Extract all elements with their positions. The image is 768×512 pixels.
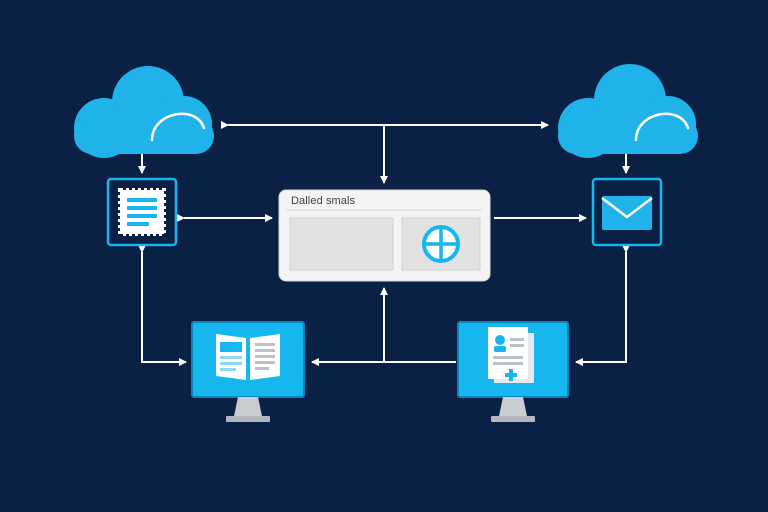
cloud-arc-icon <box>150 112 206 142</box>
panel-content-block <box>289 217 394 271</box>
document-box[interactable] <box>106 177 178 247</box>
cloud-arc-icon <box>634 112 690 142</box>
panel-title: Dalled smals <box>291 195 356 207</box>
monitor-stand <box>499 397 527 416</box>
monitor-base <box>491 416 535 422</box>
profile-document-icon <box>488 327 534 383</box>
envelope-icon <box>601 196 653 230</box>
open-book-icon <box>216 334 280 380</box>
monitor-stand <box>234 397 262 416</box>
connector-document-to-monitor-left <box>138 245 187 366</box>
mail-box[interactable] <box>591 177 663 247</box>
cloud-left <box>74 66 214 158</box>
connectors <box>138 121 630 366</box>
monitor-right[interactable] <box>457 321 569 422</box>
crosshair-globe-icon[interactable] <box>422 225 460 263</box>
cloud-icon <box>558 64 698 158</box>
cloud-icon <box>74 66 214 158</box>
monitor-base <box>226 416 270 422</box>
center-panel[interactable] <box>278 189 491 282</box>
monitor-left[interactable] <box>191 321 305 422</box>
document-icon <box>118 188 166 236</box>
cloud-right <box>558 64 698 158</box>
connector-mail-to-monitor-right <box>575 245 630 366</box>
